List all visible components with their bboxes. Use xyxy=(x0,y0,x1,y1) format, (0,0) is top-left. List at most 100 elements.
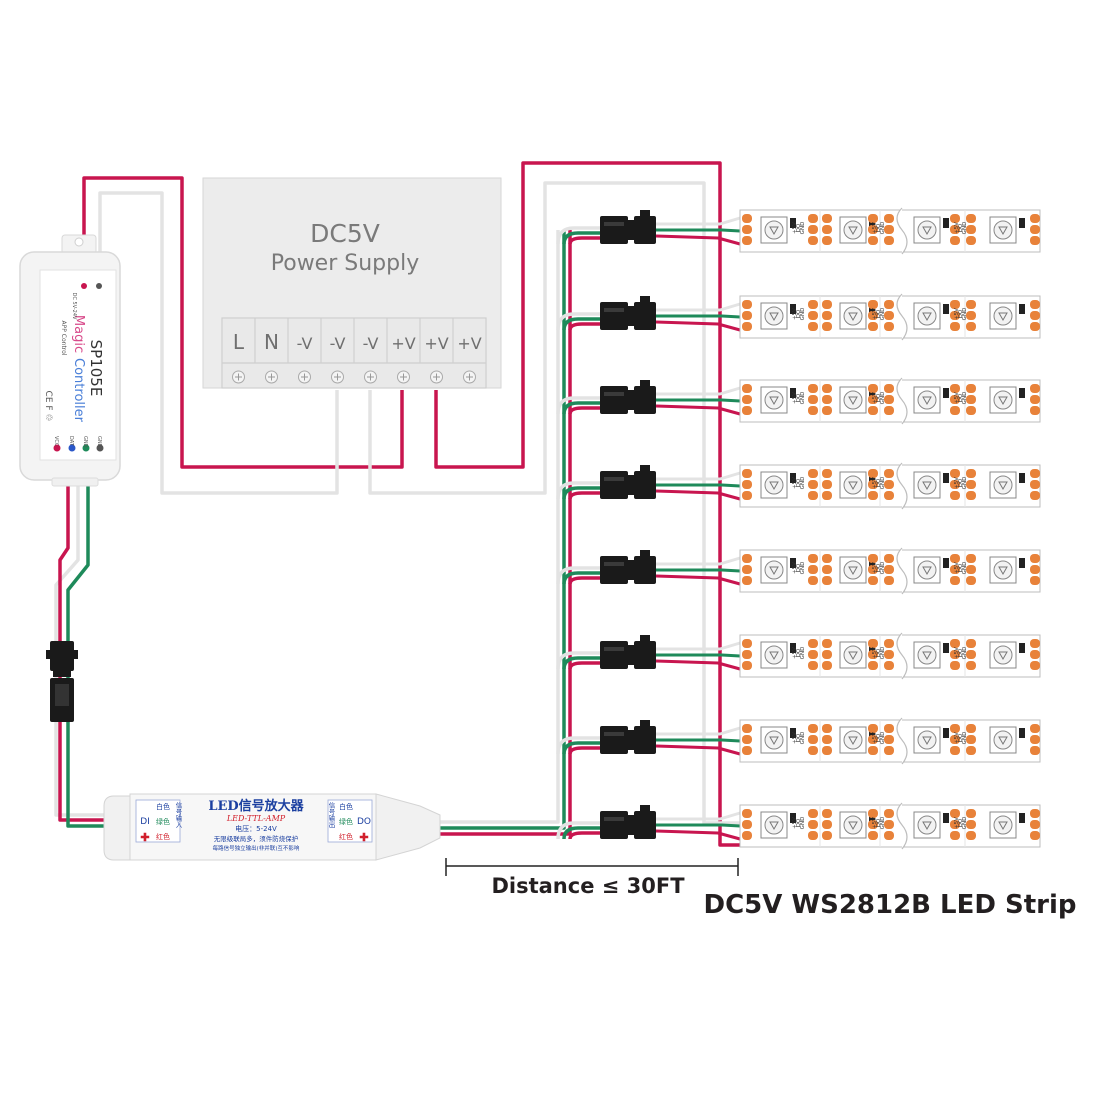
solder-pad xyxy=(868,661,878,670)
branch-wire-red xyxy=(568,831,600,840)
strip-pad-label: +5V xyxy=(954,732,960,744)
wire-controller-out-white xyxy=(54,478,104,817)
solder-pad xyxy=(868,469,878,478)
solder-pad xyxy=(966,746,976,755)
branch-wire-green xyxy=(562,656,600,670)
solder-pad xyxy=(1030,225,1040,234)
solder-pad xyxy=(884,300,894,309)
strip-pad-label: GND xyxy=(880,817,886,830)
wire-controller-ground-white xyxy=(98,191,339,495)
ws2812b-chip-icon xyxy=(989,216,1025,244)
strip-pad-label: +5V xyxy=(872,477,878,489)
controller-name-controller: Controller xyxy=(71,358,86,423)
solder-pad xyxy=(822,565,832,574)
solder-pad xyxy=(950,735,960,744)
ws2812b-chip-icon xyxy=(760,216,796,244)
wire-psu-to-strips-red xyxy=(434,161,740,847)
solder-pad xyxy=(868,300,878,309)
strip-pad-label: +5V xyxy=(792,562,798,574)
ws2812b-chip-icon xyxy=(989,811,1025,839)
strip-pad-label: GND xyxy=(800,477,806,490)
strip-pad-label: +5V xyxy=(792,477,798,489)
solder-pad xyxy=(822,820,832,829)
solder-pad xyxy=(742,809,752,818)
solder-pad xyxy=(808,480,818,489)
solder-pad xyxy=(868,214,878,223)
strip-wire-red xyxy=(655,829,741,841)
ws2812b-chip-icon xyxy=(913,471,949,499)
strip-pad-label: +5V xyxy=(792,732,798,744)
strip-pad-label: GND xyxy=(962,562,968,575)
solder-pad xyxy=(868,724,878,733)
solder-pad xyxy=(808,746,818,755)
ws2812b-chip-icon xyxy=(989,302,1025,330)
solder-pad xyxy=(950,311,960,320)
solder-pad xyxy=(966,214,976,223)
ws2812b-chip-icon xyxy=(760,471,796,499)
strip-pad-label: DO xyxy=(876,733,882,742)
solder-pad xyxy=(884,831,894,840)
strip-wire-red xyxy=(655,744,741,756)
solder-pad xyxy=(1030,565,1040,574)
ws2812b-chip-icon xyxy=(839,471,875,499)
strip-pad-label: DO xyxy=(876,648,882,657)
branch-wire-white xyxy=(556,651,600,670)
solder-pad xyxy=(868,831,878,840)
amp-right-label-white: 白色 xyxy=(339,802,353,811)
solder-pad xyxy=(822,395,832,404)
solder-pad xyxy=(822,384,832,393)
solder-pad xyxy=(742,565,752,574)
solder-pad xyxy=(742,724,752,733)
terminal-screw-icon xyxy=(265,370,278,384)
solder-pad xyxy=(742,650,752,659)
solder-pad xyxy=(1030,395,1040,404)
solder-pad xyxy=(950,809,960,818)
amp-line2: 每路信号独立输出(非并联)互不影响 xyxy=(213,844,300,852)
solder-pad xyxy=(950,225,960,234)
strip-pad-label: +5V xyxy=(872,647,878,659)
jst-connector xyxy=(600,635,656,669)
solder-pad xyxy=(742,661,752,670)
strip-pad-label: DO xyxy=(796,223,802,232)
solder-pad xyxy=(822,576,832,585)
ws2812b-chip-icon xyxy=(839,216,875,244)
strip-wire-white xyxy=(656,471,741,481)
amp-title: LED信号放大器 xyxy=(208,798,304,814)
solder-pad xyxy=(884,491,894,500)
solder-pad xyxy=(742,831,752,840)
strip-wire-red xyxy=(655,489,741,501)
psu-terminal-label: +V xyxy=(457,334,481,353)
amp-left-label-red: 红色 xyxy=(156,832,170,841)
branch-wire-red xyxy=(568,491,600,500)
solder-pad xyxy=(884,639,894,648)
strip-wire-white xyxy=(656,556,741,566)
controller-name-magic: Magic xyxy=(71,315,86,353)
strip-pad-label: GND xyxy=(962,308,968,321)
solder-pad xyxy=(1030,724,1040,733)
solder-pad xyxy=(950,724,960,733)
strip-wire-green xyxy=(656,483,741,488)
solder-pad xyxy=(808,639,818,648)
solder-pad xyxy=(1030,639,1040,648)
solder-pad xyxy=(808,565,818,574)
solder-pad xyxy=(1030,236,1040,245)
solder-pad xyxy=(742,395,752,404)
wire-amp-out-red xyxy=(440,230,572,836)
wire-amp-out-white xyxy=(440,230,560,824)
solder-pad xyxy=(966,809,976,818)
strip-pad-label: DO xyxy=(958,309,964,318)
solder-pad xyxy=(808,491,818,500)
solder-pad xyxy=(822,322,832,331)
solder-pad xyxy=(884,724,894,733)
solder-pad xyxy=(884,820,894,829)
solder-pad xyxy=(966,469,976,478)
solder-pad xyxy=(822,480,832,489)
solder-pad xyxy=(884,214,894,223)
branch-wire-green xyxy=(562,571,600,585)
solder-pad xyxy=(950,469,960,478)
solder-pad xyxy=(884,311,894,320)
strip-pad-label: +5V xyxy=(954,647,960,659)
